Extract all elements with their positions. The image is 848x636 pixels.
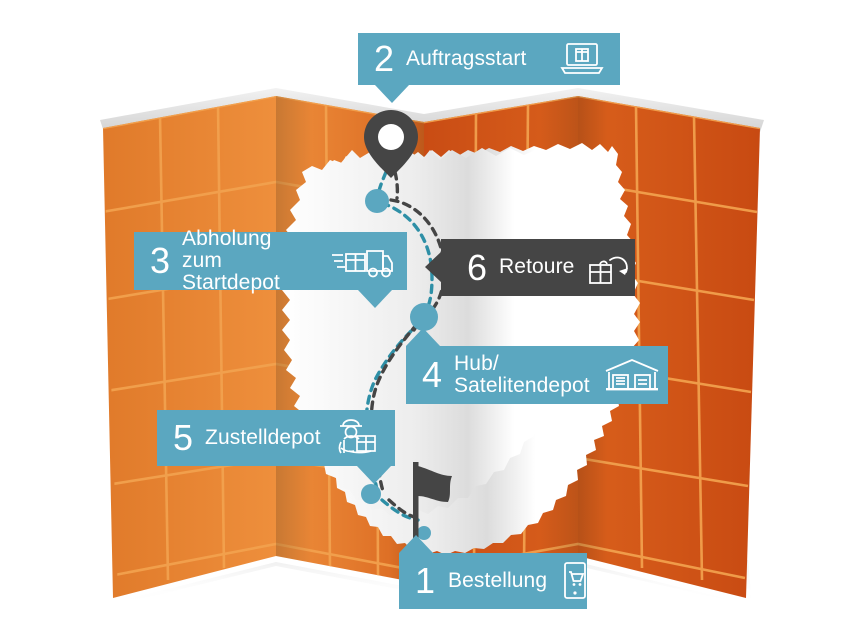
step-number: 1 bbox=[415, 560, 436, 602]
callout-auftragsstart[interactable]: 2 Auftragsstart bbox=[358, 33, 620, 85]
route-node-zustell bbox=[361, 484, 381, 504]
callout-tail-hub bbox=[406, 328, 440, 346]
callout-tail-retoure bbox=[425, 251, 442, 283]
step-label: Retoure bbox=[499, 255, 575, 279]
callout-tail-zustelldepot bbox=[357, 466, 391, 484]
step-number: 5 bbox=[173, 417, 194, 459]
callout-hub-satelitendepot[interactable]: 4 Hub/ Satelitendepot bbox=[406, 346, 668, 404]
step-number: 6 bbox=[467, 246, 488, 288]
delivery-truck-icon bbox=[331, 242, 393, 280]
destination-flag-icon bbox=[413, 462, 452, 540]
step-label: Auftragsstart bbox=[406, 46, 527, 70]
map-pin-icon bbox=[364, 110, 418, 178]
warehouse-icon bbox=[604, 358, 660, 392]
courier-parcel-icon bbox=[335, 418, 385, 458]
step-label: Bestellung bbox=[448, 568, 548, 592]
step-number: 2 bbox=[374, 38, 395, 80]
return-parcel-icon bbox=[588, 249, 630, 287]
smartphone-cart-icon bbox=[561, 561, 589, 601]
step-label: Hub/ Satelitendepot bbox=[454, 351, 590, 397]
callout-retoure[interactable]: 6 Retoure bbox=[441, 239, 635, 296]
step-number: 3 bbox=[150, 240, 171, 282]
route-node-startdepot bbox=[365, 189, 389, 213]
step-label: Zustelldepot bbox=[205, 425, 321, 449]
callout-tail-abholung bbox=[358, 290, 392, 308]
callout-abholung-zum-startdepot[interactable]: 3 Abholung zum Startdepot bbox=[134, 227, 407, 294]
step-number: 4 bbox=[422, 354, 443, 396]
callout-tail-auftragsstart bbox=[375, 85, 409, 103]
callout-zustelldepot[interactable]: 5 Zustelldepot bbox=[157, 410, 395, 466]
callout-bestellung[interactable]: 1 Bestellung bbox=[399, 553, 587, 609]
route-node-hub bbox=[410, 303, 438, 331]
callout-tail-bestellung bbox=[399, 535, 433, 553]
step-label: Abholung zum Startdepot bbox=[182, 226, 280, 295]
laptop-package-icon bbox=[558, 41, 606, 77]
